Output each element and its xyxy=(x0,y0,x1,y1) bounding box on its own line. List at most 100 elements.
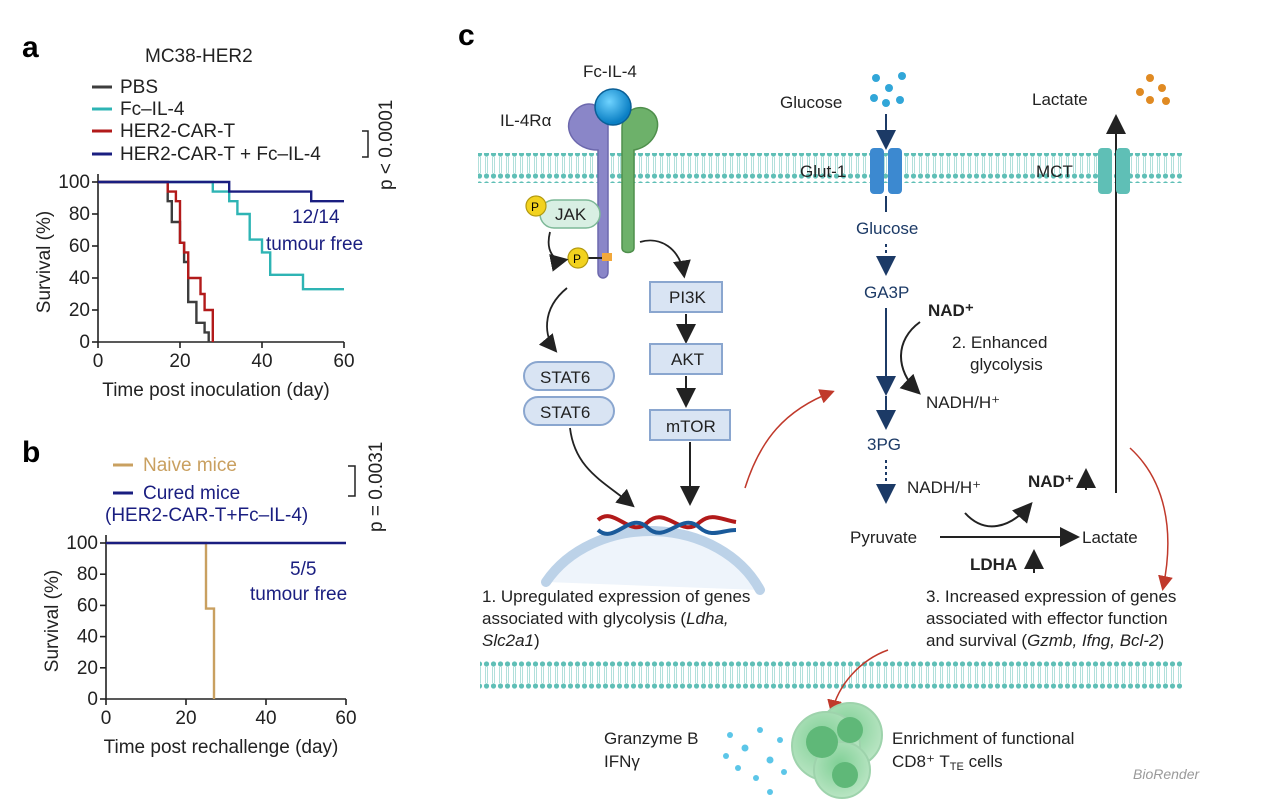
chart-b-xlabel: Time post rechallenge (day) xyxy=(104,737,339,758)
chart-a-ytick-label: 80 xyxy=(69,204,90,225)
caption-3-line-3c: ) xyxy=(1158,631,1164,650)
mtor-label: mTOR xyxy=(666,417,716,436)
caption-1-line-3b: ) xyxy=(534,631,540,650)
chart-b-ytick-label: 80 xyxy=(77,564,98,585)
caption-3-line-1: 3. Increased expression of genes xyxy=(926,587,1176,606)
dna-strand-2 xyxy=(596,520,737,536)
panel-c: c Fc-IL-4 IL-4Rα JAK P P PI3K AKT mTOR xyxy=(458,19,1200,799)
cytokine-dots-icon xyxy=(723,727,787,795)
t-cell-cluster-icon xyxy=(791,702,883,799)
lactate-inside-label: Lactate xyxy=(1082,528,1138,547)
glut1-transporter-icon xyxy=(870,148,902,194)
pyruvate-label: Pyruvate xyxy=(850,528,917,547)
stat6-box-1 xyxy=(523,361,615,391)
stat6-nucleus-arrow xyxy=(569,427,635,508)
enrichment-line-1: Enrichment of functional xyxy=(892,729,1074,748)
caption-1-line-1: 1. Upregulated expression of genes xyxy=(482,587,750,606)
lactate-to-genes-arrow xyxy=(1129,447,1173,591)
chart-a-series-1 xyxy=(98,180,344,291)
caption-1-line-2a: associated with glycolysis ( xyxy=(482,609,686,628)
pvalue-b: p = 0.0031 xyxy=(366,442,387,532)
biorender-watermark: BioRender xyxy=(1133,766,1200,782)
chart-a-ytick-label: 0 xyxy=(79,332,90,353)
chart-b-free-count: 5/5 xyxy=(290,559,316,580)
chart-a-series-0 xyxy=(98,180,210,342)
enrichment-cd8: CD8⁺ T xyxy=(892,752,950,771)
ldha-label: LDHA xyxy=(970,555,1017,574)
legend-fc-il4: Fc–IL-4 xyxy=(120,99,185,120)
glucose-dots-icon xyxy=(870,72,906,107)
nadh-label-2: NADH/H⁺ xyxy=(907,478,981,497)
chart-a-title: MC38-HER2 xyxy=(145,46,253,67)
caption-1-line-2b: Ldha, xyxy=(686,609,729,628)
mct-transporter-icon xyxy=(1098,148,1130,194)
chart-a-xtick-label: 20 xyxy=(169,351,190,372)
legend-car-t: HER2-CAR-T xyxy=(120,121,235,142)
chart-a-axes xyxy=(97,174,344,343)
phospho-site xyxy=(602,253,612,261)
akt-label: AKT xyxy=(671,350,704,369)
chart-a-ylabel: Survival (%) xyxy=(34,211,55,313)
nad-top-label: NAD⁺ xyxy=(928,301,974,320)
receptor-to-pi3k-arrow xyxy=(639,239,691,279)
3pg-label: 3PG xyxy=(867,435,901,454)
lactate-dots-icon xyxy=(1136,74,1170,105)
il4ra-label: IL-4Rα xyxy=(500,111,552,130)
caption-3: 3. Increased expression of genes associa… xyxy=(926,587,1176,650)
chart-b-ytick-label: 100 xyxy=(66,533,98,554)
akt-box xyxy=(649,343,723,375)
stat6-box-2 xyxy=(523,396,615,426)
phospho-icon-jak xyxy=(525,195,547,217)
significance-bracket-a xyxy=(362,130,369,158)
chart-b-xtick-label: 40 xyxy=(255,708,276,729)
genes-to-effector-arrow xyxy=(827,649,889,715)
chart-a-free-count: 12/14 xyxy=(292,207,340,228)
mtor-box xyxy=(649,409,731,441)
chart-a-xtick-label: 40 xyxy=(251,351,272,372)
il4-receptor xyxy=(567,88,659,279)
legend-cured: Cured mice xyxy=(143,483,240,504)
jak-arrow xyxy=(547,231,569,272)
cell-membrane-bottom xyxy=(480,661,1182,691)
glycolysis-label: glycolysis xyxy=(970,355,1043,374)
legend-pbs: PBS xyxy=(120,77,158,98)
stat6-label-2: STAT6 xyxy=(540,403,590,422)
chart-a-xtick-label: 0 xyxy=(93,351,104,372)
pi3k-box xyxy=(649,281,723,313)
chart-a-series-3 xyxy=(98,180,344,203)
nucleus-to-glycolysis-arrow xyxy=(744,389,835,489)
chart-b-ytick-label: 20 xyxy=(77,658,98,679)
chart-a-legend: PBS Fc–IL-4 HER2-CAR-T HER2-CAR-T + Fc–I… xyxy=(92,77,321,165)
chart-b-xtick-label: 0 xyxy=(101,708,112,729)
pi3k-label: PI3K xyxy=(669,288,707,307)
panel-b-label: b xyxy=(22,436,40,469)
nad-up-label: NAD⁺ xyxy=(1028,472,1074,491)
stat6-label-1: STAT6 xyxy=(540,368,590,387)
fc-il4-label: Fc-IL-4 xyxy=(583,62,637,81)
nadh-label-1: NADH/H⁺ xyxy=(926,393,1000,412)
caption-3-line-3a: and survival ( xyxy=(926,631,1027,650)
chart-a-ytick-label: 40 xyxy=(69,268,90,289)
caption-3-line-3: and survival (Gzmb, Ifng, Bcl-2) xyxy=(926,631,1164,650)
il4ra-chain xyxy=(567,103,609,279)
ga3p-label: GA3P xyxy=(864,283,909,302)
mct-label: MCT xyxy=(1036,162,1073,181)
jak-label: JAK xyxy=(555,205,587,224)
chart-a-series-2 xyxy=(98,180,214,342)
enrichment-line-2: CD8⁺ TTE cells xyxy=(892,752,1003,773)
legend-combo: HER2-CAR-T + Fc–IL-4 xyxy=(120,144,321,165)
chart-b-ylabel: Survival (%) xyxy=(42,570,63,672)
glut1-label: Glut-1 xyxy=(800,162,846,181)
chart-b-series-0 xyxy=(106,541,216,699)
receptor-to-stat6-arrow xyxy=(538,287,568,353)
legend-naive: Naive mice xyxy=(143,455,237,476)
nucleus xyxy=(541,526,765,595)
chart-a-ytick-label: 100 xyxy=(58,172,90,193)
caption-1: 1. Upregulated expression of genes assoc… xyxy=(482,587,750,650)
enrichment-cells: cells xyxy=(964,752,1003,771)
glucose-inside-label: Glucose xyxy=(856,219,918,238)
chart-b-ytick-label: 60 xyxy=(77,595,98,616)
